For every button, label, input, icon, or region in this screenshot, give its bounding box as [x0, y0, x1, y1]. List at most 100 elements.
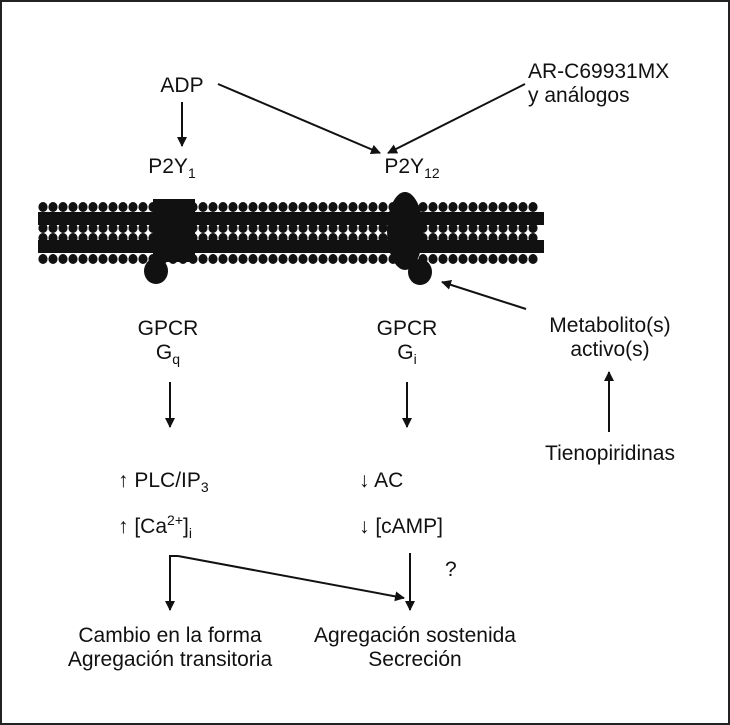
membrane-bead: [478, 202, 488, 212]
membrane-bead: [338, 254, 348, 264]
gpcr-left-label: GPCR Gq: [137, 317, 199, 368]
p2y12-label: P2Y12: [384, 155, 440, 182]
membrane-bead: [468, 254, 478, 264]
membrane-bead: [458, 223, 468, 233]
membrane-bead: [138, 223, 148, 233]
p2y12-receptor: [387, 192, 432, 285]
membrane-bead: [128, 223, 138, 233]
membrane-bead: [338, 223, 348, 233]
membrane-bead: [278, 223, 288, 233]
membrane-bead: [128, 233, 138, 243]
membrane-bead: [418, 202, 428, 212]
membrane-bead: [238, 223, 248, 233]
membrane-bead: [248, 223, 258, 233]
antagonist-label-line1: AR-C69931MX: [528, 60, 670, 83]
membrane-bead: [308, 202, 318, 212]
membrane-bead: [118, 202, 128, 212]
membrane-bead: [278, 233, 288, 243]
membrane-bead: [98, 233, 108, 243]
membrane-bead: [528, 223, 538, 233]
membrane-bead: [368, 254, 378, 264]
membrane-bead: [308, 254, 318, 264]
membrane-bead: [58, 223, 68, 233]
membrane-bead: [108, 233, 118, 243]
camp-label: ↓ [cAMP]: [359, 515, 444, 538]
membrane-bead: [338, 233, 348, 243]
membrane-bead: [238, 233, 248, 243]
membrane-bead: [498, 233, 508, 243]
membrane-bead: [338, 202, 348, 212]
membrane-bead: [58, 233, 68, 243]
membrane-bead: [348, 254, 358, 264]
membrane-bead: [258, 233, 268, 243]
membrane-bead: [468, 233, 478, 243]
arrow-adp-to-p2y12: [217, 83, 381, 155]
membrane-bead: [88, 254, 98, 264]
membrane-bead: [318, 202, 328, 212]
membrane-bead: [68, 202, 78, 212]
membrane-bead: [358, 254, 368, 264]
membrane-bead: [328, 202, 338, 212]
arrow-metabolite-to-p2y12: [441, 279, 527, 310]
membrane-bead: [68, 254, 78, 264]
membrane-bead: [478, 254, 488, 264]
membrane-bead: [318, 223, 328, 233]
membrane-bead: [98, 254, 108, 264]
arrow-ca-to-aggregation: [177, 555, 405, 602]
membrane-bead: [208, 254, 218, 264]
membrane-bead: [498, 202, 508, 212]
membrane-bead: [478, 233, 488, 243]
membrane-bead: [288, 233, 298, 243]
membrane-bead: [348, 233, 358, 243]
metabolite-label: Metabolito(s) activo(s): [549, 314, 671, 361]
membrane-bead: [518, 223, 528, 233]
membrane-bead: [268, 202, 278, 212]
membrane-bead: [258, 254, 268, 264]
membrane-bead: [518, 254, 528, 264]
membrane-bead: [78, 254, 88, 264]
membrane-bead: [238, 254, 248, 264]
membrane-bead: [118, 233, 128, 243]
membrane-bead: [378, 202, 388, 212]
membrane-bead: [68, 233, 78, 243]
calcium-label: ↑ [Ca2+]i: [118, 512, 192, 542]
membrane-bead: [268, 223, 278, 233]
membrane-bead: [238, 202, 248, 212]
membrane-bead: [248, 233, 258, 243]
membrane-bead: [248, 202, 258, 212]
membrane-bead: [428, 233, 438, 243]
thienopyridines-label: Tienopiridinas: [545, 442, 675, 465]
membrane-bead: [508, 254, 518, 264]
membrane-bead: [248, 254, 258, 264]
membrane-bead: [118, 254, 128, 264]
membrane-bead: [198, 254, 208, 264]
membrane-bead: [458, 233, 468, 243]
plc-label: ↑ PLC/IP3: [118, 469, 209, 496]
adp-label: ADP: [160, 74, 204, 97]
ac-label: ↓ AC: [359, 469, 404, 492]
membrane-bead: [218, 223, 228, 233]
membrane-bead: [38, 223, 48, 233]
membrane-bead: [328, 254, 338, 264]
membrane-bead: [38, 202, 48, 212]
membrane-bead: [298, 254, 308, 264]
membrane-bead: [318, 233, 328, 243]
membrane-bead: [48, 202, 58, 212]
membrane-bead: [528, 254, 538, 264]
membrane-bead: [508, 202, 518, 212]
arrow-antagonist-to-p2y12: [387, 83, 526, 154]
membrane-bead: [308, 233, 318, 243]
p2y1-receptor: [144, 199, 195, 284]
membrane-bead: [268, 233, 278, 243]
antagonist-label: AR-C69931MX y análogos: [528, 60, 669, 108]
membrane-bead: [368, 233, 378, 243]
membrane-bead: [48, 223, 58, 233]
membrane-bead: [368, 202, 378, 212]
membrane-bead: [308, 223, 318, 233]
membrane-bead: [198, 223, 208, 233]
question-mark: ?: [445, 558, 457, 581]
membrane-bead: [298, 233, 308, 243]
membrane-bead: [438, 223, 448, 233]
membrane-bead: [138, 254, 148, 264]
membrane-bead: [448, 202, 458, 212]
